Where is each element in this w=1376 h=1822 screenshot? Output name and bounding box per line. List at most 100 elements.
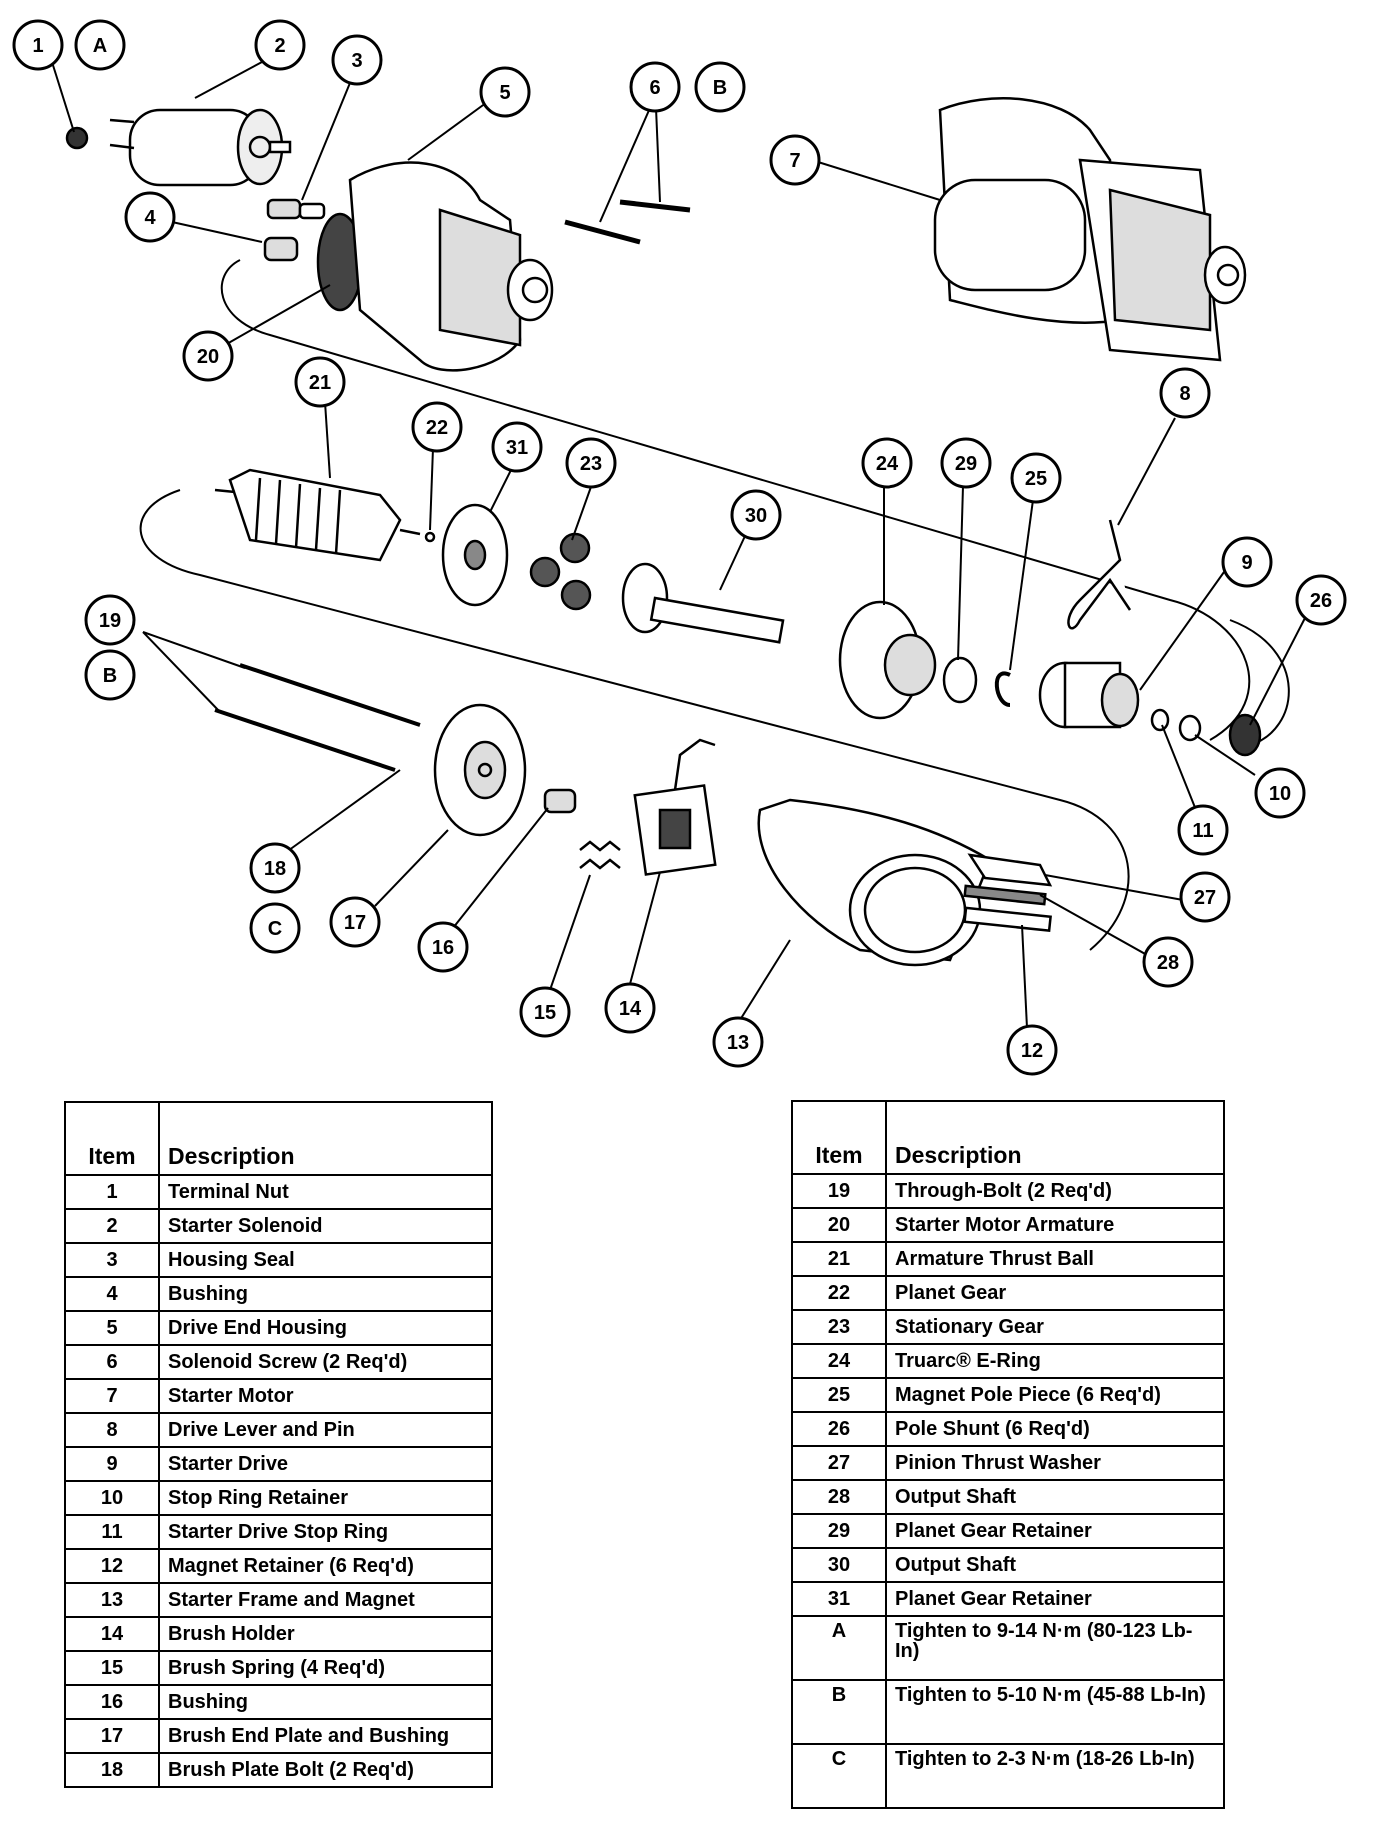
stationary-gear-drawing: [838, 600, 937, 720]
callout-7: 7: [769, 134, 821, 186]
description-cell: Starter Drive Stop Ring: [158, 1514, 493, 1550]
callout-2: 2: [254, 19, 306, 71]
item-cell: 6: [64, 1344, 160, 1380]
callout-15: 15: [519, 986, 571, 1038]
item-cell: 2: [64, 1208, 160, 1244]
bushing-drawing: [263, 236, 299, 262]
description-cell: Drive End Housing: [158, 1310, 493, 1346]
item-cell: 15: [64, 1650, 160, 1686]
callout-18: 18: [249, 842, 301, 894]
description-cell: Pole Shunt (6 Req'd): [885, 1411, 1225, 1447]
solenoid-screw-drawing-2: [619, 199, 691, 213]
item-cell: 25: [791, 1377, 887, 1413]
callout-label: A: [93, 35, 107, 57]
starter-drive-drawing: [1038, 661, 1140, 729]
callout-label: 8: [1179, 383, 1190, 405]
callout-circle: [861, 437, 913, 489]
callout-circle: [12, 19, 64, 71]
callout-circle: [694, 61, 746, 113]
output-shaft-drawing: [621, 562, 785, 644]
callout-label: B: [713, 77, 727, 99]
description-cell: Pinion Thrust Washer: [885, 1445, 1225, 1481]
callout-circle: [124, 191, 176, 243]
callout-28: 28: [1142, 936, 1194, 988]
e-ring-drawing: [942, 656, 978, 704]
description-cell: Brush Spring (4 Req'd): [158, 1650, 493, 1686]
description-cell: Tighten to 2-3 N·m (18-26 Lb-In): [885, 1743, 1225, 1809]
callout-label: 3: [351, 50, 362, 72]
callout-circle: [940, 437, 992, 489]
callout-label: 4: [144, 207, 156, 229]
callout-label: 9: [1241, 552, 1252, 574]
pole-piece-drawing: [994, 671, 1011, 707]
callout-circle: [491, 421, 543, 473]
item-cell: 30: [791, 1547, 887, 1583]
armature-drawing: [214, 468, 421, 562]
callout-circle: [629, 61, 681, 113]
column-header-description: Description: [885, 1100, 1225, 1175]
description-cell: Magnet Retainer (6 Req'd): [158, 1548, 493, 1584]
item-cell: 4: [64, 1276, 160, 1312]
callout-label: B: [103, 665, 117, 687]
callout-20: 20: [182, 330, 234, 382]
description-cell: Starter Drive: [158, 1446, 493, 1482]
callout-circle: [254, 19, 306, 71]
drive-end-housing-drawing: [316, 161, 554, 372]
planet-gear-drawing-3: [560, 579, 592, 611]
terminal-nut-drawing: [65, 126, 89, 150]
callout-label: 14: [619, 998, 642, 1020]
item-cell: 24: [791, 1343, 887, 1379]
description-cell: Solenoid Screw (2 Req'd): [158, 1344, 493, 1380]
item-cell: C: [791, 1743, 887, 1809]
item-cell: 16: [64, 1684, 160, 1720]
item-cell: 13: [64, 1582, 160, 1618]
callout-label: 5: [499, 82, 510, 104]
callout-9: 9: [1221, 536, 1273, 588]
callout-21: 21: [294, 356, 346, 408]
callout-23: 23: [565, 437, 617, 489]
starter-solenoid-drawing: [109, 108, 292, 187]
callout-circle: [411, 401, 463, 453]
callout-14: 14: [604, 982, 656, 1034]
callout-1: 1: [12, 19, 64, 71]
callout-A: A: [74, 19, 126, 71]
item-cell: 23: [791, 1309, 887, 1345]
callout-circle: [565, 437, 617, 489]
planet-gear-retainer-drawing: [441, 503, 509, 607]
description-cell: Brush End Plate and Bushing: [158, 1718, 493, 1754]
callout-label: 17: [344, 912, 366, 934]
callout-27: 27: [1179, 871, 1231, 923]
item-cell: 26: [791, 1411, 887, 1447]
description-cell: Magnet Pole Piece (6 Req'd): [885, 1377, 1225, 1413]
callout-label: 16: [432, 937, 454, 959]
callout-circle: [1159, 367, 1211, 419]
description-cell: Output Shaft: [885, 1547, 1225, 1583]
item-cell: 12: [64, 1548, 160, 1584]
item-cell: 31: [791, 1581, 887, 1617]
callout-label: 30: [745, 505, 767, 527]
description-cell: Drive Lever and Pin: [158, 1412, 493, 1448]
callout-10: 10: [1254, 767, 1306, 819]
callout-13: 13: [712, 1016, 764, 1068]
item-cell: 17: [64, 1718, 160, 1754]
callout-label: 21: [309, 372, 331, 394]
callout-circle: [1254, 767, 1306, 819]
solenoid-screw-drawing-1: [564, 219, 641, 245]
